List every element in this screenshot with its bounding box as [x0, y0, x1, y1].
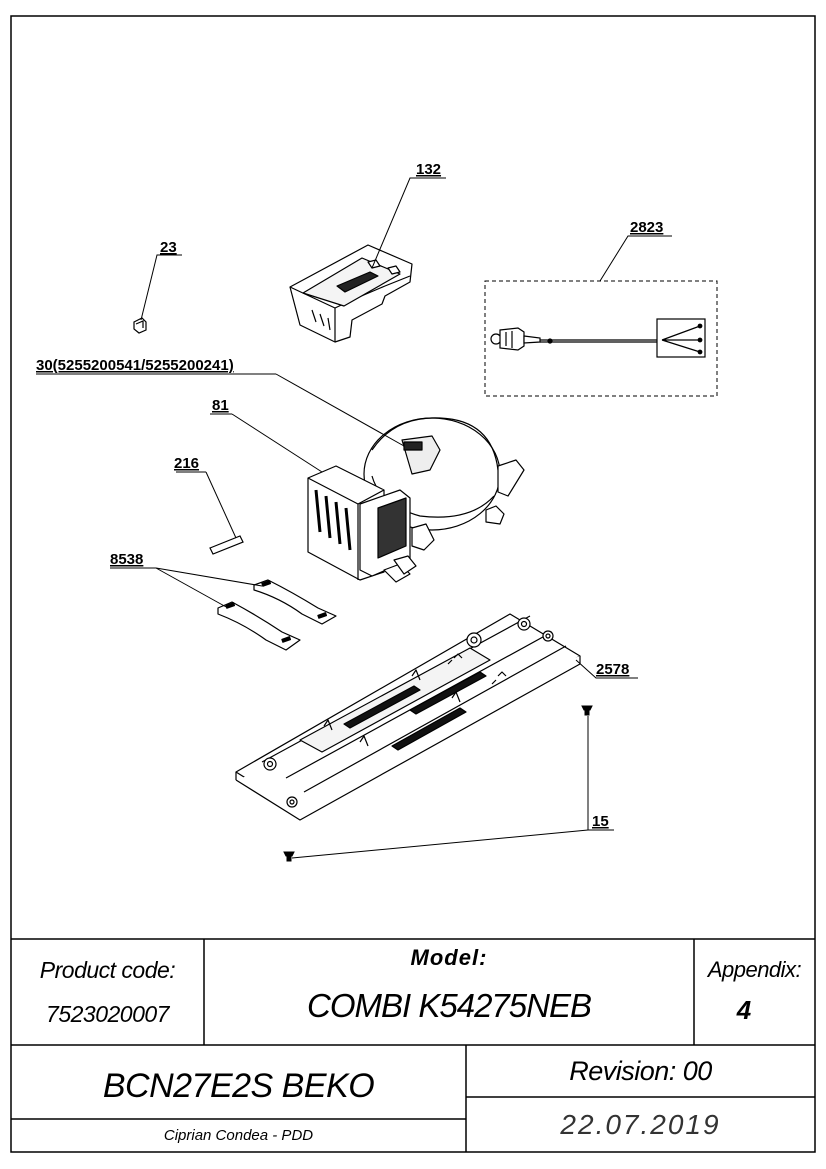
sheet-border [10, 15, 816, 1153]
leader-216-arrow [205, 471, 237, 539]
leader-2823 [599, 235, 672, 282]
leader-132 [371, 177, 446, 269]
leader-15-arrow [291, 829, 589, 859]
leader-2578 [575, 659, 638, 679]
leader-23 [140, 254, 182, 321]
brand-code: BCN27E2S BEKO [102, 1066, 375, 1105]
product-code-label: Product code: [39, 956, 176, 983]
part-132-tray [289, 244, 413, 343]
part-216-rod [209, 535, 244, 555]
callout-81: 81 [212, 397, 229, 414]
title-block-grid [11, 938, 815, 1152]
leader-8538-arrow-b [155, 567, 229, 609]
product-code-value: 7523020007 [46, 1000, 169, 1027]
part-8538-pads [217, 579, 337, 651]
callout-216: 216 [174, 455, 199, 472]
callout-23: 23 [160, 239, 177, 256]
part-2578-base-plate [235, 613, 581, 821]
release-date: 22.07.2019 [560, 1109, 721, 1140]
model-value: COMBI K54275NEB [307, 987, 592, 1024]
appendix-label: Appendix: [707, 957, 802, 982]
part-23-clip [133, 317, 147, 334]
leader-8538-arrow-a [155, 567, 263, 587]
callout-15: 15 [592, 813, 609, 830]
leader-81-arrow [231, 413, 323, 473]
callout-2823: 2823 [630, 219, 663, 236]
part-2823-power-cable [484, 280, 718, 397]
callout-30: 30(5255200541/5255200241) [36, 357, 234, 374]
model-label: Model: [410, 945, 488, 970]
author: Ciprian Condea - PDD [163, 1126, 314, 1144]
callout-8538: 8538 [110, 551, 143, 568]
appendix-value: 4 [736, 994, 752, 1025]
revision: Revision: 00 [569, 1055, 712, 1086]
part-81-relay-box [307, 465, 417, 583]
part-15-screws [283, 705, 593, 862]
cable-dashed-frame [484, 280, 718, 397]
callout-2578: 2578 [596, 661, 629, 678]
leader-30-arrow [275, 373, 405, 447]
callout-132: 132 [416, 161, 441, 178]
